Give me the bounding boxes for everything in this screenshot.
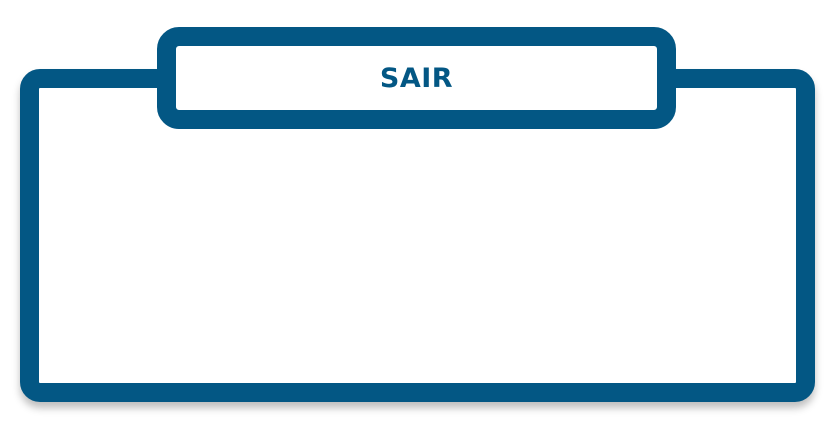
dialog-title: SAIR (379, 62, 454, 94)
dialog-title-tab: SAIR (157, 27, 676, 129)
